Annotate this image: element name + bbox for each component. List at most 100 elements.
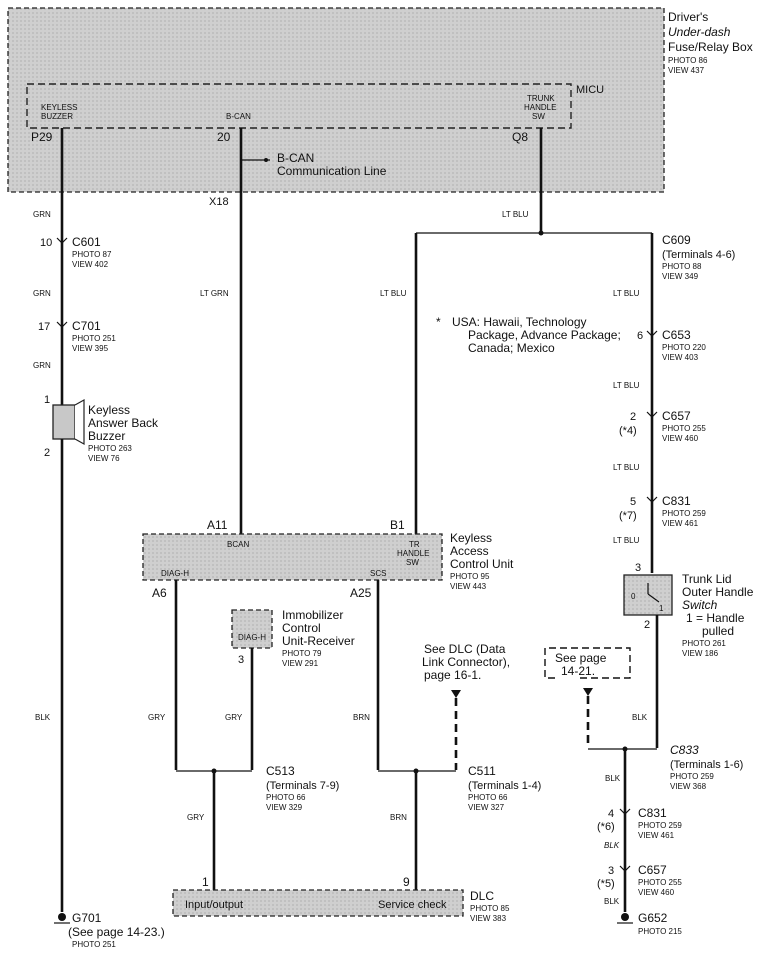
kacu-bcan-label: BCAN (227, 540, 249, 549)
buzzer-title-1: Keyless (88, 403, 130, 417)
wire-lt-blu-label-r1: LT BLU (613, 289, 640, 298)
c657-bot-view: VIEW 460 (638, 888, 675, 897)
c831-bot-view: VIEW 461 (638, 831, 675, 840)
c701-photo: PHOTO 251 (72, 334, 116, 343)
g652-name: G652 (638, 911, 668, 925)
trunk-switch-note-1: 1 = Handle (686, 611, 745, 625)
c511-view: VIEW 327 (468, 803, 505, 812)
kacu-pin-a11: A11 (207, 518, 228, 532)
c831-bot-wire: BLK (604, 841, 620, 850)
kacu-photo: PHOTO 95 (450, 572, 490, 581)
g701-see: (See page 14-23.) (68, 925, 165, 939)
buzzer-title-3: Buzzer (88, 429, 125, 443)
micu-pin-p29: P29 (31, 130, 53, 144)
trunk-switch-word: Switch (682, 598, 718, 612)
c831-top-star: (*7) (619, 510, 637, 522)
dlc-view: VIEW 383 (470, 914, 507, 923)
immobilizer-photo: PHOTO 79 (282, 649, 322, 658)
wire-grn-label-3: GRN (33, 361, 51, 370)
fuse-box-title-2: Under-dash (668, 25, 731, 39)
dlc-service: Service check (378, 899, 447, 911)
c511-terminals: (Terminals 1-4) (468, 780, 541, 792)
c511-photo: PHOTO 66 (468, 793, 508, 802)
kacu-pin-b1: B1 (390, 518, 405, 532)
note-marker: * (436, 315, 441, 329)
c701-view: VIEW 395 (72, 344, 109, 353)
dlc-pin-9: 9 (403, 875, 410, 889)
dlc-photo: PHOTO 85 (470, 904, 510, 913)
wire-grn-label-2: GRN (33, 289, 51, 298)
c657-top-view: VIEW 460 (662, 434, 699, 443)
trunk-switch-view: VIEW 186 (682, 649, 719, 658)
fuse-box-title-3: Fuse/Relay Box (668, 40, 753, 54)
c831-top-photo: PHOTO 259 (662, 509, 706, 518)
g701-photo: PHOTO 251 (72, 940, 116, 949)
trunk-switch-glyph-0: 0 (631, 592, 636, 601)
c833-terminals: (Terminals 1-6) (670, 759, 743, 771)
c601-view: VIEW 402 (72, 260, 109, 269)
immobilizer-title-2: Control (282, 621, 321, 635)
kacu-title-3: Control Unit (450, 557, 514, 571)
dlc-name: DLC (470, 889, 494, 903)
c831-bot-name: C831 (638, 806, 667, 820)
c657-top-star: (*4) (619, 425, 637, 437)
c653-view: VIEW 403 (662, 353, 699, 362)
kacu-tr-label-1: TR (409, 540, 420, 549)
wire-brn-label-a25: BRN (353, 713, 370, 722)
c833-photo: PHOTO 259 (670, 772, 714, 781)
c601-photo: PHOTO 87 (72, 250, 112, 259)
trunk-switch-pin-3: 3 (635, 562, 641, 574)
immobilizer-diag-label: DIAG-H (238, 633, 266, 642)
c653-name: C653 (662, 328, 691, 342)
immobilizer-view: VIEW 291 (282, 659, 319, 668)
immobilizer-title-1: Immobilizer (282, 608, 343, 622)
c657-bot-photo: PHOTO 255 (638, 878, 682, 887)
c657-bot-wire: BLK (604, 897, 620, 906)
wire-grn-label-1: GRN (33, 210, 51, 219)
note-line-2: Package, Advance Package; (468, 328, 621, 342)
g701-name: G701 (72, 911, 102, 925)
c831-bot-star: (*6) (597, 821, 615, 833)
fuse-relay-box (7, 7, 665, 193)
c609-name: C609 (662, 233, 691, 247)
micu-keyless-label-2: BUZZER (41, 112, 73, 121)
c513-terminals: (Terminals 7-9) (266, 780, 339, 792)
wire-gry-label-a6: GRY (148, 713, 166, 722)
keyless-access-control-unit (142, 533, 443, 581)
c601-name: C601 (72, 235, 101, 249)
bcan-line-label-1: B-CAN (277, 151, 314, 165)
trunk-switch-photo: PHOTO 261 (682, 639, 726, 648)
trunk-switch-glyph-1: 1 (659, 604, 664, 613)
kacu-tr-label-2: HANDLE (397, 549, 429, 558)
wire-lt-grn-label: LT GRN (200, 289, 229, 298)
kacu-view: VIEW 443 (450, 582, 487, 591)
kacu-scs-label: SCS (370, 569, 386, 578)
see-dlc-2: Link Connector), (422, 655, 510, 669)
c831-top-view: VIEW 461 (662, 519, 699, 528)
c657-bot-name: C657 (638, 863, 667, 877)
c831-top-pin: 5 (630, 496, 636, 508)
note-line-1: USA: Hawaii, Technology (452, 315, 587, 329)
c831-bot-pin: 4 (608, 808, 614, 820)
micu-keyless-label-1: KEYLESS (41, 103, 77, 112)
c833-view: VIEW 368 (670, 782, 707, 791)
kacu-title-1: Keyless (450, 531, 492, 545)
c657-top-photo: PHOTO 255 (662, 424, 706, 433)
c701-pin: 17 (38, 321, 50, 333)
c601-pin: 10 (40, 237, 52, 249)
c701-name: C701 (72, 319, 101, 333)
kacu-pin-a25: A25 (350, 586, 372, 600)
wire-lt-blu-label-r4: LT BLU (613, 536, 640, 545)
dlc-box (172, 889, 464, 917)
kacu-diag-label: DIAG-H (161, 569, 189, 578)
micu-bcan-label: B-CAN (226, 112, 251, 121)
c511-name: C511 (468, 764, 496, 778)
wire-blk-label-switch: BLK (632, 713, 648, 722)
see-page-2: 14-21. (561, 664, 595, 678)
see-dlc-1: See DLC (Data (424, 642, 506, 656)
fuse-box-view: VIEW 437 (668, 66, 705, 75)
see-dlc-3: page 16-1. (424, 668, 481, 682)
note-line-3: Canada; Mexico (468, 341, 555, 355)
c657-top-pin: 2 (630, 411, 636, 423)
